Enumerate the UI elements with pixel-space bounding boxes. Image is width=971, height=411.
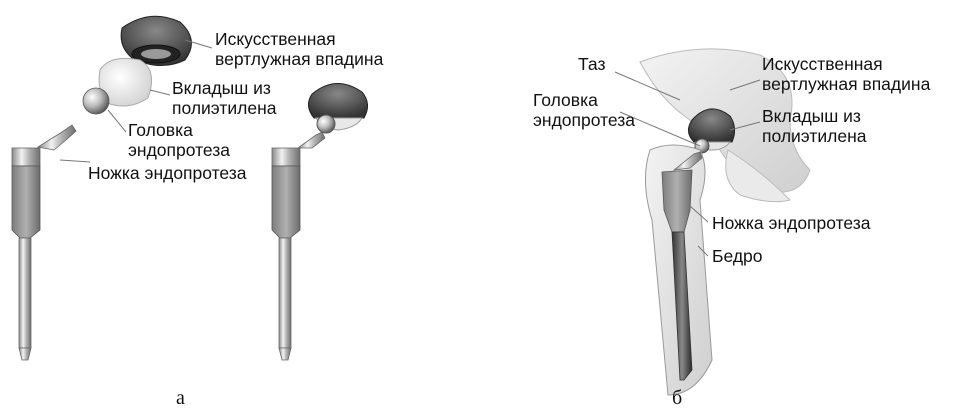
cup-label-a: Искусственная вертлужная впадина	[215, 29, 384, 69]
liner-label-b: Вкладыш из полиэтилена	[762, 106, 867, 146]
assembled-prosthesis	[272, 83, 368, 360]
pelvis-label: Таз	[578, 54, 605, 74]
caption-a: а	[176, 387, 185, 409]
acetabular-cup-exploded	[121, 16, 191, 65]
panel-b: Таз Головка эндопротеза Искусственная ве…	[533, 49, 931, 409]
cup-label-b: Искусственная вертлужная впадина	[762, 54, 931, 94]
caption-b: б	[672, 387, 682, 409]
head-label-a: Головка эндопротеза	[128, 120, 230, 160]
head-label-b: Головка эндопротеза	[533, 90, 635, 130]
femur-label: Бедро	[712, 246, 763, 266]
liner-label-a: Вкладыш из полиэтилена	[172, 78, 277, 118]
femoral-head-exploded	[83, 88, 109, 114]
stem-label-a: Ножка эндопротеза	[88, 163, 247, 183]
stem-label-b: Ножка эндопротеза	[712, 213, 871, 233]
panel-a: Искусственная вертлужная впадина Вкладыш…	[12, 16, 384, 409]
